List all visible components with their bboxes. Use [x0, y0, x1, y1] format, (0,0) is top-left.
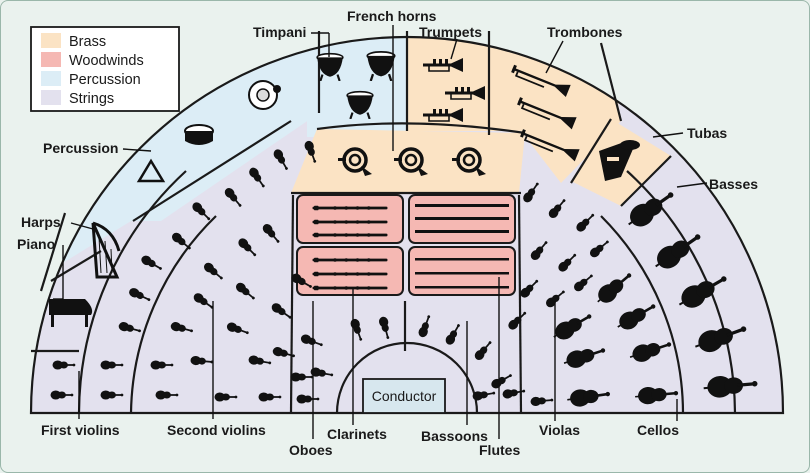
- snare-drum-icon: [184, 124, 214, 145]
- bassoon-icon: [415, 204, 509, 207]
- legend-label-percussion: Percussion: [69, 72, 141, 88]
- triangle-icon: [136, 158, 166, 183]
- gong-icon: [248, 80, 281, 110]
- legend-swatch-brass: [41, 33, 61, 48]
- legend-label-woodwinds: Woodwinds: [69, 53, 144, 69]
- label-piano: Piano: [17, 236, 55, 252]
- label-trombones: Trombones: [547, 24, 623, 40]
- bassoon-icon: [415, 230, 509, 233]
- section-outlines: [29, 31, 785, 415]
- label-clarinets: Clarinets: [327, 426, 387, 442]
- bassoon-icon: [415, 217, 509, 220]
- timpani-area: [307, 37, 407, 137]
- label-french-horns: French horns: [347, 8, 437, 24]
- label-harps: Harps: [21, 214, 61, 230]
- label-flutes: Flutes: [479, 442, 520, 458]
- label-first-violins: First violins: [41, 422, 120, 438]
- legend-label-strings: Strings: [69, 91, 114, 107]
- piano-icon: [49, 299, 93, 327]
- flute-icon: [415, 272, 509, 275]
- label-second-violins: Second violins: [167, 422, 266, 438]
- conductor-label: Conductor: [372, 388, 437, 404]
- label-percussion: Percussion: [43, 140, 118, 156]
- label-bassoons: Bassoons: [421, 428, 488, 444]
- tuba-icon: [599, 140, 640, 181]
- flute-icon: [415, 258, 509, 261]
- instrument-icons: [49, 50, 759, 409]
- label-tubas: Tubas: [687, 125, 727, 141]
- label-trumpets: Trumpets: [419, 24, 482, 40]
- label-basses: Basses: [709, 176, 758, 192]
- legend-label-brass: Brass: [69, 34, 106, 50]
- french-horn-area: [291, 129, 525, 193]
- legend: Brass Woodwinds Percussion Strings: [30, 26, 180, 112]
- leader-lines: [53, 25, 708, 439]
- legend-swatch-percussion: [41, 71, 61, 86]
- harp-icon: [91, 221, 121, 279]
- flute-icon: [415, 286, 509, 289]
- label-oboes: Oboes: [289, 442, 333, 458]
- label-timpani: Timpani: [253, 24, 306, 40]
- label-cellos: Cellos: [637, 422, 679, 438]
- legend-swatch-woodwinds: [41, 52, 61, 67]
- section-labels: Timpani French horns Trumpets Trombones …: [17, 8, 758, 458]
- legend-swatch-strings: [41, 90, 61, 105]
- conductor-box: [362, 378, 446, 414]
- label-violas: Violas: [539, 422, 580, 438]
